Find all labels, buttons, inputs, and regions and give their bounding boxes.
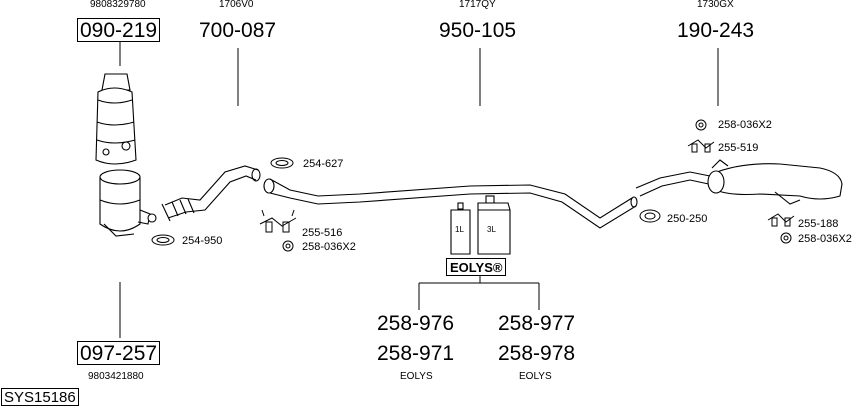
catalytic-converter-drawing (95, 73, 137, 165)
fitting-label-255-519[interactable]: 255-519 (718, 142, 759, 154)
rear-rubber-mounts-drawing (687, 119, 795, 244)
fitting-label-254-950[interactable]: 254-950 (182, 235, 223, 247)
clamp-254-627-drawing (270, 157, 294, 169)
part-number-190-243[interactable]: 190-243 (677, 19, 755, 42)
fitting-label-255-516[interactable]: 255-516 (302, 227, 343, 239)
part-number-258-976[interactable]: 258-976 (377, 312, 455, 335)
eolys-caption-left: EOLYS (400, 371, 433, 382)
part-number-950-105[interactable]: 950-105 (439, 19, 517, 42)
system-id: SYS15186 (1, 388, 79, 406)
oem-number-190-243: 1730GX (697, 0, 734, 10)
bottle-label-1l: 1L (455, 225, 464, 234)
fitting-label-258-036X2-middle[interactable]: 258-036X2 (718, 119, 772, 131)
fitting-label-258-036X2-rear[interactable]: 258-036X2 (798, 233, 852, 245)
clamp-254-950-drawing (151, 234, 175, 246)
front-pipe-drawing (161, 165, 261, 222)
fitting-label-258-036X2-front[interactable]: 258-036X2 (302, 241, 356, 253)
particle-filter-drawing (99, 169, 157, 237)
bottle-label-3l: 3L (487, 225, 496, 234)
part-number-700-087[interactable]: 700-087 (199, 19, 277, 42)
part-number-258-977[interactable]: 258-977 (498, 312, 576, 335)
part-number-258-978[interactable]: 258-978 (498, 342, 576, 365)
part-number-258-971[interactable]: 258-971 (377, 342, 455, 365)
fitting-label-254-627[interactable]: 254-627 (303, 158, 344, 170)
additive-bottles-drawing (450, 195, 511, 255)
eolys-brand-badge: EOLYS® (446, 258, 507, 276)
part-number-090-219[interactable]: 090-219 (77, 18, 161, 42)
rear-muffler-drawing (635, 159, 843, 205)
oem-number-090-219: 9808329780 (90, 0, 146, 10)
oem-number-097-257: 9803421880 (88, 371, 144, 382)
center-pipe-drawing (263, 178, 638, 229)
oem-number-950-105: 1717QY (459, 0, 496, 10)
clamp-250-250-drawing (639, 209, 661, 223)
part-number-097-257[interactable]: 097-257 (77, 341, 161, 365)
fitting-label-255-188[interactable]: 255-188 (798, 218, 839, 230)
fitting-label-250-250[interactable]: 250-250 (667, 213, 708, 225)
hanger-255-516-drawing (259, 209, 297, 252)
leader-lines (119, 42, 719, 338)
oem-number-700-087: 1706V0 (219, 0, 254, 10)
eolys-caption-right: EOLYS (519, 371, 552, 382)
